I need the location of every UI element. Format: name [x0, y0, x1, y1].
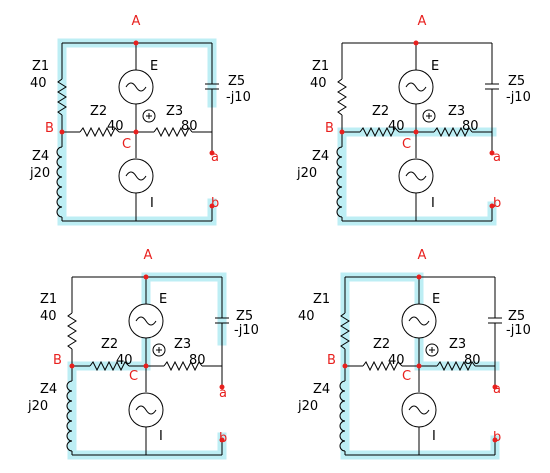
z2-name: Z2 — [90, 104, 107, 119]
z1-name: Z1 — [313, 292, 330, 307]
z4-name: Z4 — [32, 149, 49, 164]
z5-name: Z5 — [228, 74, 245, 89]
node-b-label: b — [219, 431, 227, 446]
z3-value: 80 — [189, 353, 206, 368]
node-C-label: C — [129, 369, 138, 384]
z4-name: Z4 — [40, 382, 57, 397]
node-B-label: B — [53, 353, 62, 368]
node-b-label: b — [211, 196, 219, 211]
z4-value: j20 — [27, 399, 48, 414]
z1-name: Z1 — [40, 292, 57, 307]
z2-name: Z2 — [373, 337, 390, 352]
panel-top-left — [56, 38, 220, 226]
z3-value: 80 — [464, 353, 481, 368]
z1-name: Z1 — [312, 59, 329, 74]
panel-bottom-right — [339, 272, 503, 460]
node-a-label: a — [219, 386, 227, 401]
z1-value: 40 — [310, 76, 327, 91]
z3-name: Z3 — [449, 337, 466, 352]
panel-top-left-labels: A B C a b Z1 40 E Z5 -j10 Z2 40 Z3 80 Z4… — [29, 14, 251, 211]
node-a-label: a — [211, 150, 219, 165]
z1-value: 40 — [40, 309, 57, 324]
e-label: E — [432, 292, 440, 307]
z2-value: 40 — [107, 119, 124, 134]
node-C-label: C — [402, 369, 411, 384]
z1-value: 40 — [30, 76, 47, 91]
panel-bottom-left — [66, 272, 230, 460]
node-A-label: A — [144, 248, 153, 263]
z2-value: 40 — [388, 119, 405, 134]
z3-value: 80 — [181, 119, 198, 134]
z5-name: Z5 — [508, 309, 525, 324]
panel-bottom-right-labels: A B C a b Z1 40 E Z5 -j10 Z2 40 Z3 80 Z4… — [297, 248, 531, 445]
node-a-label: a — [493, 150, 501, 165]
node-C-label: C — [402, 137, 411, 152]
z5-value: -j10 — [506, 323, 531, 338]
z5-value: -j10 — [234, 323, 259, 338]
i-label: I — [159, 429, 163, 444]
z4-value: j20 — [29, 166, 50, 181]
z4-value: j20 — [296, 166, 317, 181]
z2-name: Z2 — [101, 337, 118, 352]
z4-name: Z4 — [312, 149, 329, 164]
node-a-label: a — [493, 382, 501, 397]
e-label: E — [159, 292, 167, 307]
i-label: I — [150, 196, 154, 211]
node-A-label: A — [418, 14, 427, 29]
panel-bottom-left-labels: A B C a b Z1 40 E Z5 -j10 Z2 40 Z3 80 Z4… — [27, 248, 259, 446]
node-B-label: B — [327, 353, 336, 368]
e-label: E — [431, 59, 439, 74]
node-b-label: b — [493, 430, 501, 445]
z3-name: Z3 — [174, 337, 191, 352]
node-C-label: C — [122, 137, 131, 152]
z2-value: 40 — [388, 353, 405, 368]
z4-value: j20 — [297, 399, 318, 414]
i-label: I — [431, 196, 435, 211]
z5-name: Z5 — [236, 309, 253, 324]
e-label: E — [150, 59, 158, 74]
i-label: I — [432, 429, 436, 444]
node-B-label: B — [325, 121, 334, 136]
node-A-label: A — [132, 14, 141, 29]
z3-name: Z3 — [166, 104, 183, 119]
panel-top-right-labels: A B C a b Z1 40 E Z5 -j10 Z2 40 Z3 80 Z4… — [296, 14, 531, 211]
z4-name: Z4 — [313, 382, 330, 397]
z5-value: -j10 — [226, 90, 251, 105]
z5-name: Z5 — [508, 74, 525, 89]
z2-value: 40 — [116, 353, 133, 368]
node-B-label: B — [45, 121, 54, 136]
z5-value: -j10 — [506, 90, 531, 105]
panel-top-right — [336, 40, 500, 226]
z2-name: Z2 — [372, 104, 389, 119]
node-A-label: A — [418, 248, 427, 263]
z1-value: 40 — [298, 309, 315, 324]
z3-value: 80 — [462, 119, 479, 134]
node-b-label: b — [493, 196, 501, 211]
z3-name: Z3 — [448, 104, 465, 119]
z1-name: Z1 — [32, 59, 49, 74]
